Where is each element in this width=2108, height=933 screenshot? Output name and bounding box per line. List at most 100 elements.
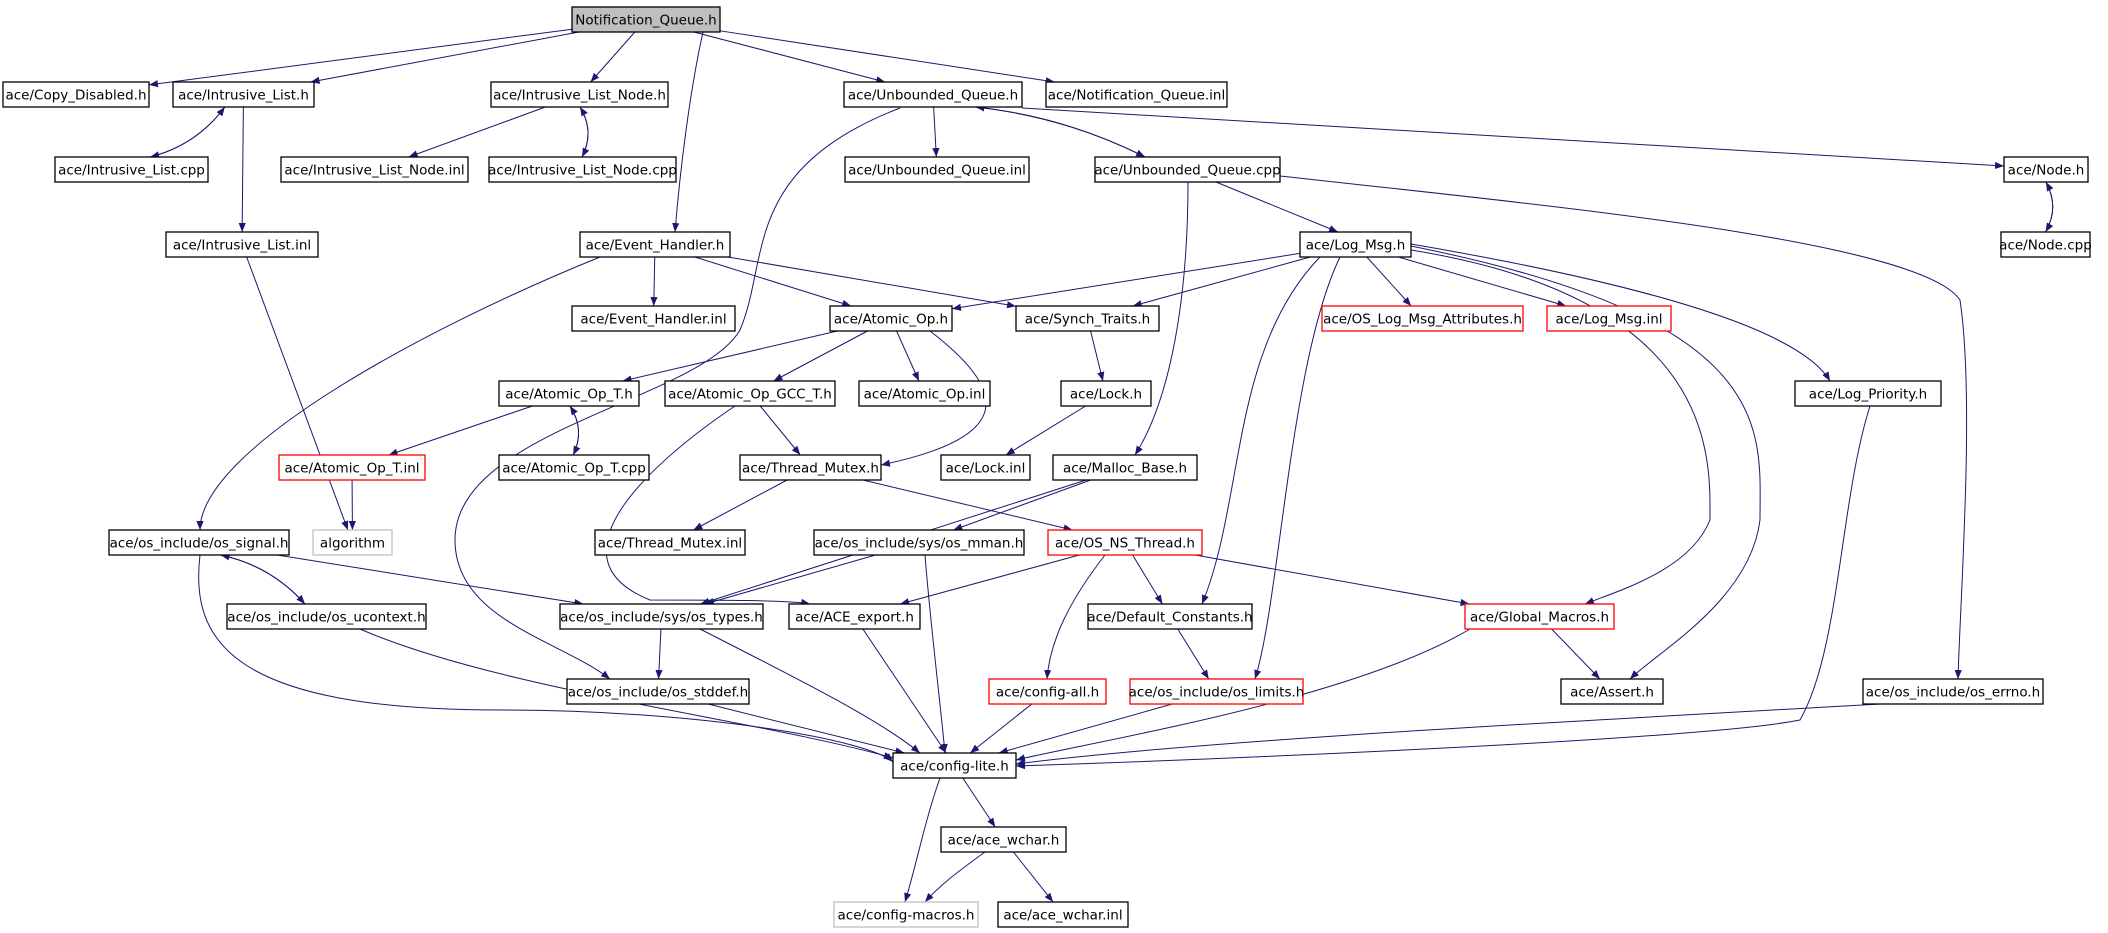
node-intrusive_list_node_cpp[interactable]: ace/Intrusive_List_Node.cpp (488, 156, 677, 183)
node-unbounded_queue_inl[interactable]: ace/Unbounded_Queue.inl (844, 156, 1030, 183)
node-unbounded_queue_h[interactable]: ace/Unbounded_Queue.h (843, 81, 1023, 108)
edge-intrusive_list_node_h-to-intrusive_list_node_inl (408, 106, 546, 158)
node-label: ace/Intrusive_List.inl (173, 238, 311, 254)
edge-unbounded_queue_cpp-to-os_errno_h (1279, 175, 1968, 680)
node-copy_disabled_h[interactable]: ace/Copy_Disabled.h (2, 81, 150, 108)
node-box (490, 81, 669, 108)
node-os_stddef_h[interactable]: ace/os_include/os_stddef.h (566, 678, 750, 705)
node-node_h[interactable]: ace/Node.h (2003, 156, 2089, 183)
node-box (833, 901, 979, 928)
edge-intrusive_list_h-to-intrusive_list_inl (238, 106, 246, 233)
edge-event_handler_h-to-event_handler_inl (650, 256, 658, 307)
node-atomic_op_inl[interactable]: ace/Atomic_Op.inl (858, 380, 991, 407)
node-ace_wchar_h[interactable]: ace/ace_wchar.h (940, 826, 1067, 853)
edge-unbounded_queue_h-to-node_h (1021, 107, 2005, 170)
node-box (498, 380, 640, 407)
node-log_msg_h[interactable]: ace/Log_Msg.h (1299, 231, 1412, 258)
edge-atomic_op_t_cpp-to-atomic_op_t_h (569, 405, 579, 456)
node-box (858, 380, 991, 407)
node-config_all_h[interactable]: ace/config-all.h (988, 678, 1107, 705)
edge-atomic_op_gcc_t_h-to-ace_export_h (605, 405, 811, 606)
node-label: ace/Intrusive_List.h (178, 88, 309, 104)
node-intrusive_list_h[interactable]: ace/Intrusive_List.h (172, 81, 315, 108)
node-box (1794, 380, 1942, 407)
node-label: ace/Lock.inl (946, 461, 1026, 477)
node-box (940, 826, 1067, 853)
node-label: ace/Intrusive_List_Node.inl (284, 163, 464, 179)
node-atomic_op_t_cpp[interactable]: ace/Atomic_Op_T.cpp (498, 454, 650, 481)
node-label: ace/OS_Log_Msg_Attributes.h (1323, 312, 1522, 328)
node-lock_h[interactable]: ace/Lock.h (1060, 380, 1152, 407)
node-default_constants_h[interactable]: ace/Default_Constants.h (1087, 603, 1253, 630)
node-label: ace/Intrusive_List_Node.cpp (488, 163, 677, 179)
node-log_msg_inl[interactable]: ace/Log_Msg.inl (1546, 305, 1672, 332)
node-box (2, 81, 150, 108)
node-atomic_op_gcc_t_h[interactable]: ace/Atomic_Op_GCC_T.h (664, 380, 836, 407)
node-intrusive_list_node_h[interactable]: ace/Intrusive_List_Node.h (490, 81, 669, 108)
node-intrusive_list_node_inl[interactable]: ace/Intrusive_List_Node.inl (280, 156, 469, 183)
node-os_types_h[interactable]: ace/os_include/sys/os_types.h (559, 603, 764, 630)
edge-node_cpp-to-node_h (2045, 181, 2054, 233)
edge-atomic_op_h-to-thread_mutex_h (880, 330, 987, 467)
node-os_ucontext_h[interactable]: ace/os_include/os_ucontext.h (226, 603, 427, 630)
node-malloc_base_h[interactable]: ace/Malloc_Base.h (1052, 454, 1198, 481)
edge-global_macros_h-to-assert_h (1551, 628, 1601, 680)
edge-log_msg_h-to-default_constants_h (1201, 256, 1321, 605)
node-unbounded_queue_cpp[interactable]: ace/Unbounded_Queue.cpp (1094, 156, 1281, 183)
edge-malloc_base_h-to-os_mman_h (953, 479, 1091, 531)
node-box (1321, 305, 1524, 332)
node-os_signal_h[interactable]: ace/os_include/os_signal.h (108, 529, 290, 556)
node-notification_queue_h[interactable]: Notification_Queue.h (571, 6, 721, 33)
node-box (579, 231, 731, 258)
node-config_macros_h[interactable]: ace/config-macros.h (833, 901, 979, 928)
node-atomic_op_t_inl[interactable]: ace/Atomic_Op_T.inl (278, 454, 426, 481)
node-label: ace/Malloc_Base.h (1063, 461, 1187, 477)
node-algorithm[interactable]: algorithm (312, 529, 393, 556)
node-label: ace/Lock.h (1070, 387, 1142, 403)
node-assert_h[interactable]: ace/Assert.h (1560, 678, 1664, 705)
edge-event_handler_h-to-os_signal_h (196, 256, 601, 531)
edge-event_handler_h-to-synch_traits_h (727, 256, 1017, 309)
node-log_priority_h[interactable]: ace/Log_Priority.h (1794, 380, 1942, 407)
edge-unbounded_queue_cpp-to-unbounded_queue_h (975, 104, 1146, 158)
node-thread_mutex_inl[interactable]: ace/Thread_Mutex.inl (594, 529, 746, 556)
node-synch_traits_h[interactable]: ace/Synch_Traits.h (1015, 305, 1160, 332)
node-label: ace/Event_Handler.h (586, 238, 725, 254)
node-notification_queue_inl[interactable]: ace/Notification_Queue.inl (1045, 81, 1228, 108)
node-global_macros_h[interactable]: ace/Global_Macros.h (1464, 603, 1615, 630)
edge-os_ns_thread_h-to-config_all_h (1044, 554, 1106, 680)
node-event_handler_inl[interactable]: ace/Event_Handler.inl (571, 305, 736, 332)
node-ace_export_h[interactable]: ace/ACE_export.h (788, 603, 921, 630)
edge-os_signal_h-to-os_types_h (277, 554, 584, 607)
node-os_mman_h[interactable]: ace/os_include/sys/os_mman.h (813, 529, 1025, 556)
node-os_ns_thread_h[interactable]: ace/OS_NS_Thread.h (1047, 529, 1203, 556)
edge-notification_queue_h-to-intrusive_list_h (310, 31, 580, 84)
node-atomic_op_h[interactable]: ace/Atomic_Op.h (829, 305, 953, 332)
node-label: ace/Node.h (2008, 163, 2085, 179)
node-config_lite_h[interactable]: ace/config-lite.h (892, 752, 1017, 779)
edge-os_mman_h-to-config_lite_h (924, 554, 948, 754)
node-label: ace/Default_Constants.h (1087, 610, 1252, 626)
edge-log_msg_h-to-log_msg_inl (1398, 256, 1567, 307)
node-intrusive_list_inl[interactable]: ace/Intrusive_List.inl (165, 231, 319, 258)
edge-atomic_op_gcc_t_h-to-thread_mutex_h (759, 405, 801, 456)
node-os_errno_h[interactable]: ace/os_include/os_errno.h (1862, 678, 2044, 705)
node-thread_mutex_h[interactable]: ace/Thread_Mutex.h (739, 454, 882, 481)
node-intrusive_list_cpp[interactable]: ace/Intrusive_List.cpp (54, 156, 209, 183)
edge-config_all_h-to-config_lite_h (969, 703, 1033, 754)
node-box (278, 454, 426, 481)
edge-atomic_op_t_h-to-atomic_op_t_inl (388, 405, 533, 456)
node-node_cpp[interactable]: ace/Node.cpp (1999, 231, 2092, 258)
node-event_handler_h[interactable]: ace/Event_Handler.h (579, 231, 731, 258)
edge-os_limits_h-to-config_lite_h (998, 703, 1173, 755)
node-os_limits_h[interactable]: ace/os_include/os_limits.h (1129, 678, 1305, 705)
node-label: ace/os_include/sys/os_types.h (560, 610, 763, 626)
edge-os_stddef_h-to-config_lite_h (707, 703, 905, 755)
node-atomic_op_t_h[interactable]: ace/Atomic_Op_T.h (498, 380, 640, 407)
node-lock_inl[interactable]: ace/Lock.inl (940, 454, 1031, 481)
edge-os_ns_thread_h-to-ace_export_h (900, 554, 1080, 606)
node-label: ace/Global_Macros.h (1470, 610, 1609, 626)
node-box (1560, 678, 1664, 705)
node-os_log_msg_attributes_h[interactable]: ace/OS_Log_Msg_Attributes.h (1321, 305, 1524, 332)
node-ace_wchar_inl[interactable]: ace/ace_wchar.inl (997, 901, 1129, 928)
